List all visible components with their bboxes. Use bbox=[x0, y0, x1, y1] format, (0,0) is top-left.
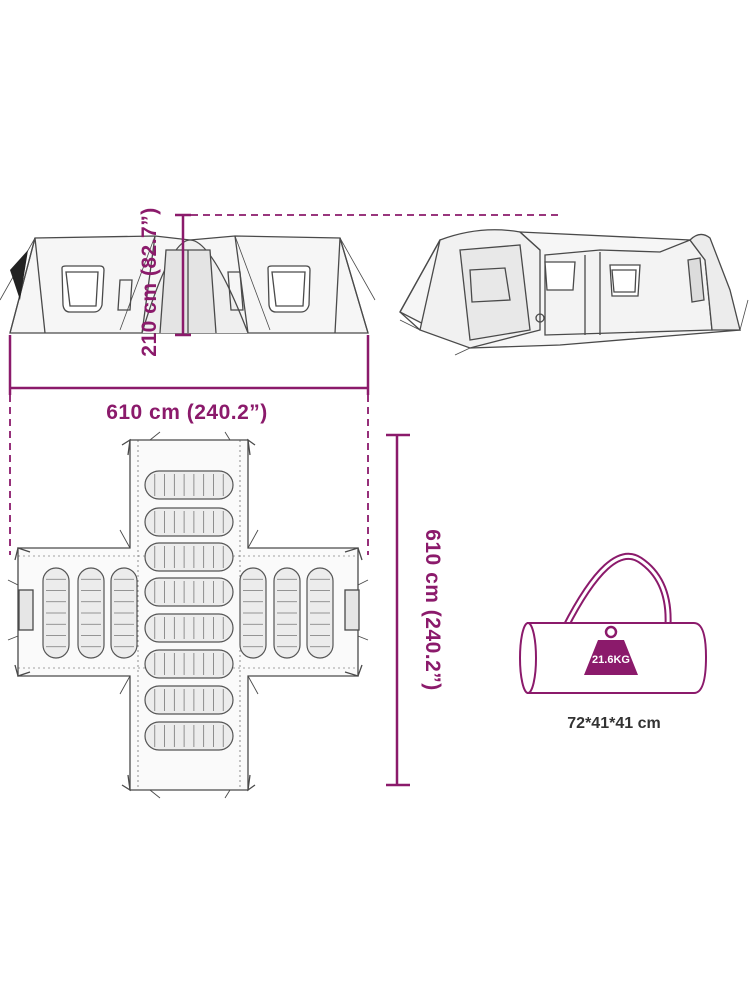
sleeping-bag-icon bbox=[306, 567, 334, 659]
sleeping-bag-icon bbox=[144, 721, 234, 751]
weight-icon bbox=[584, 625, 638, 675]
bag-size-label: 72*41*41 cm bbox=[567, 715, 660, 732]
tent-front-view-icon bbox=[0, 235, 376, 334]
height-label: 210 cm (82.7”) bbox=[138, 207, 161, 356]
sleeping-bag-icon bbox=[77, 567, 105, 659]
sleeping-bags-group bbox=[42, 470, 334, 751]
height-dimension-line bbox=[175, 213, 560, 337]
width-dimension-line bbox=[8, 335, 370, 555]
depth-label: 610 cm (240.2”) bbox=[421, 529, 444, 691]
sleeping-bag-icon bbox=[144, 577, 234, 607]
sleeping-bag-icon bbox=[273, 567, 301, 659]
tent-perspective-view-icon bbox=[399, 229, 749, 356]
sleeping-bag-icon bbox=[42, 567, 70, 659]
sleeping-bag-icon bbox=[144, 649, 234, 679]
depth-dimension-line bbox=[386, 433, 410, 787]
width-label: 610 cm (240.2”) bbox=[106, 401, 268, 424]
sleeping-bag-icon bbox=[144, 542, 234, 572]
sleeping-bag-icon bbox=[144, 613, 234, 643]
sleeping-bag-icon bbox=[110, 567, 138, 659]
sleeping-bag-icon bbox=[144, 685, 234, 715]
sleeping-bag-icon bbox=[144, 470, 234, 500]
sleeping-bag-icon bbox=[144, 507, 234, 537]
sleeping-bag-icon bbox=[239, 567, 267, 659]
bag-weight-label: 21.6KG bbox=[592, 654, 630, 666]
